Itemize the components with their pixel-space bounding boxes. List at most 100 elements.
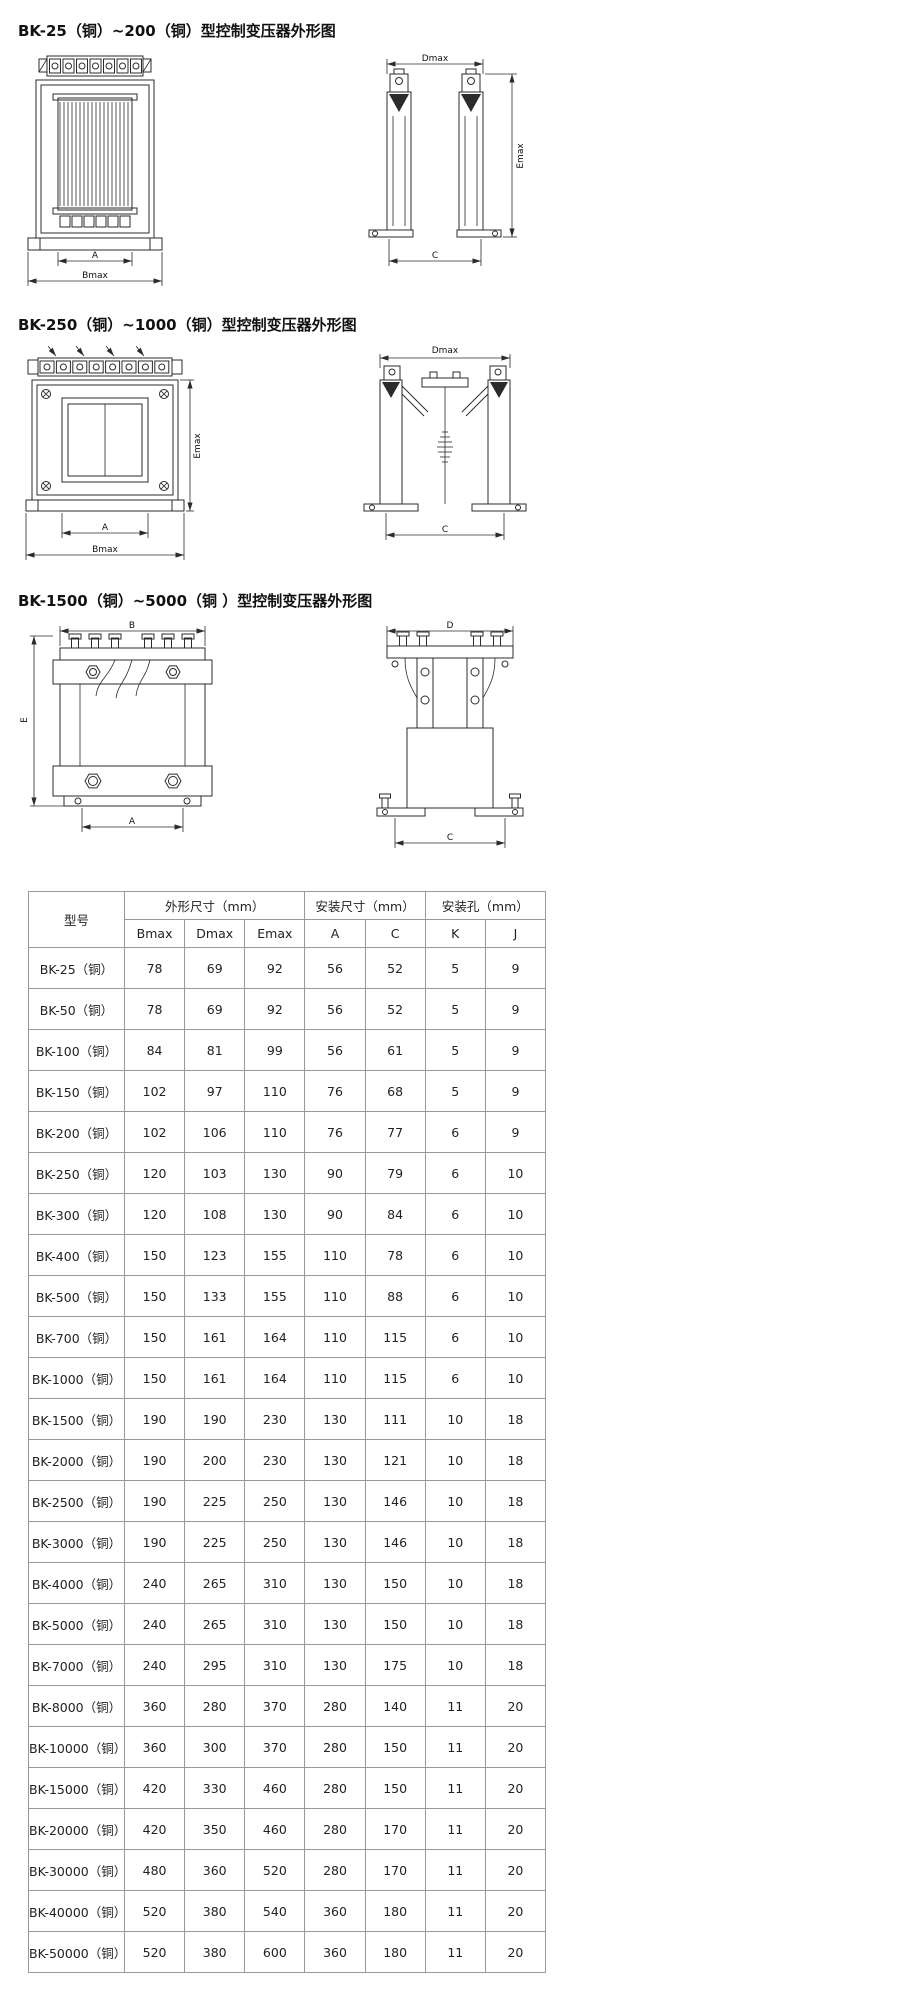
value-cell: 9 — [484, 1111, 547, 1153]
value-cell: 140 — [364, 1685, 426, 1727]
model-cell: BK-30000（铜） — [28, 1849, 126, 1891]
col-header-dmax: Dmax — [184, 919, 246, 948]
value-cell: 155 — [244, 1234, 306, 1276]
value-cell: 20 — [484, 1890, 547, 1932]
mounting-feet — [368, 229, 502, 238]
value-cell: 130 — [304, 1644, 366, 1686]
value-cell: 11 — [424, 1931, 486, 1973]
dim-label-dmax: Dmax — [422, 54, 449, 64]
value-cell: 110 — [304, 1234, 366, 1276]
value-cell: 6 — [424, 1316, 486, 1358]
value-cell: 84 — [364, 1193, 426, 1235]
section-1-diagrams: A Bmax Dmax — [20, 50, 900, 290]
lead-arrows — [47, 345, 145, 357]
value-cell: 79 — [364, 1152, 426, 1194]
value-cell: 5 — [424, 947, 486, 989]
dimensions-table: 型号 外形尺寸（mm） 安装尺寸（mm） 安装孔（mm） Bmax Dmax E… — [28, 891, 547, 1973]
value-cell: 18 — [484, 1603, 547, 1645]
value-cell: 190 — [184, 1398, 246, 1440]
value-cell: 11 — [424, 1726, 486, 1768]
col-header-j: J — [484, 919, 547, 948]
value-cell: 9 — [484, 1029, 547, 1071]
value-cell: 90 — [304, 1152, 366, 1194]
value-cell: 20 — [484, 1726, 547, 1768]
value-cell: 102 — [123, 1070, 186, 1112]
side-view-drawing-small: Dmax Emax — [368, 54, 526, 266]
value-cell: 360 — [184, 1849, 246, 1891]
model-cell: BK-500（铜） — [28, 1275, 125, 1317]
model-cell: BK-4000（铜） — [28, 1562, 125, 1604]
value-cell: 161 — [184, 1316, 246, 1358]
value-cell: 370 — [244, 1685, 306, 1727]
dim-label-bmax: Bmax — [92, 545, 118, 555]
front-view-drawing-medium: Emax A Bmax — [25, 345, 203, 560]
model-cell: BK-50（铜） — [28, 988, 125, 1030]
col-group-outline-dims: 外形尺寸（mm） — [123, 891, 306, 920]
value-cell: 11 — [424, 1767, 486, 1809]
value-cell: 190 — [123, 1439, 186, 1481]
value-cell: 56 — [304, 947, 366, 989]
model-cell: BK-100（铜） — [28, 1029, 125, 1071]
value-cell: 250 — [244, 1480, 306, 1522]
value-cell: 18 — [484, 1521, 547, 1563]
value-cell: 133 — [184, 1275, 246, 1317]
value-cell: 20 — [484, 1808, 547, 1850]
front-view-drawing-large: B — [20, 621, 213, 832]
value-cell: 106 — [184, 1111, 246, 1153]
value-cell: 77 — [364, 1111, 426, 1153]
value-cell: 155 — [244, 1275, 306, 1317]
value-cell: 380 — [184, 1931, 246, 1973]
model-cell: BK-250（铜） — [28, 1152, 125, 1194]
value-cell: 6 — [424, 1275, 486, 1317]
value-cell: 360 — [123, 1685, 186, 1727]
model-cell: BK-20000（铜） — [28, 1808, 126, 1850]
value-cell: 10 — [484, 1316, 547, 1358]
value-cell: 110 — [304, 1275, 366, 1317]
dimension-c: C — [388, 239, 482, 266]
value-cell: 92 — [244, 947, 306, 989]
value-cell: 52 — [364, 947, 426, 989]
value-cell: 300 — [184, 1726, 246, 1768]
coil — [52, 93, 138, 228]
terminal-studs — [396, 631, 504, 647]
value-cell: 420 — [123, 1767, 186, 1809]
coil-window — [61, 397, 149, 483]
value-cell: 310 — [244, 1644, 306, 1686]
value-cell: 20 — [484, 1767, 547, 1809]
mounting-base — [25, 499, 185, 512]
value-cell: 10 — [484, 1275, 547, 1317]
value-cell: 111 — [364, 1398, 426, 1440]
value-cell: 69 — [184, 947, 246, 989]
dim-label-a: A — [92, 251, 99, 261]
dim-label-emax: Emax — [516, 143, 526, 169]
model-cell: BK-7000（铜） — [28, 1644, 125, 1686]
col-header-bmax: Bmax — [123, 919, 186, 948]
value-cell: 330 — [184, 1767, 246, 1809]
value-cell: 225 — [184, 1521, 246, 1563]
value-cell: 146 — [364, 1521, 426, 1563]
value-cell: 280 — [304, 1849, 366, 1891]
dim-label-d: D — [447, 621, 454, 631]
dimension-e: E — [20, 635, 64, 807]
dim-label-a: A — [102, 523, 109, 533]
value-cell: 540 — [244, 1890, 306, 1932]
value-cell: 190 — [123, 1521, 186, 1563]
value-cell: 360 — [123, 1726, 186, 1768]
value-cell: 10 — [484, 1234, 547, 1276]
value-cell: 150 — [364, 1603, 426, 1645]
col-group-mounting-dims: 安装尺寸（mm） — [304, 891, 426, 920]
value-cell: 120 — [123, 1193, 186, 1235]
value-cell: 460 — [244, 1767, 306, 1809]
value-cell: 78 — [364, 1234, 426, 1276]
value-cell: 280 — [184, 1685, 246, 1727]
